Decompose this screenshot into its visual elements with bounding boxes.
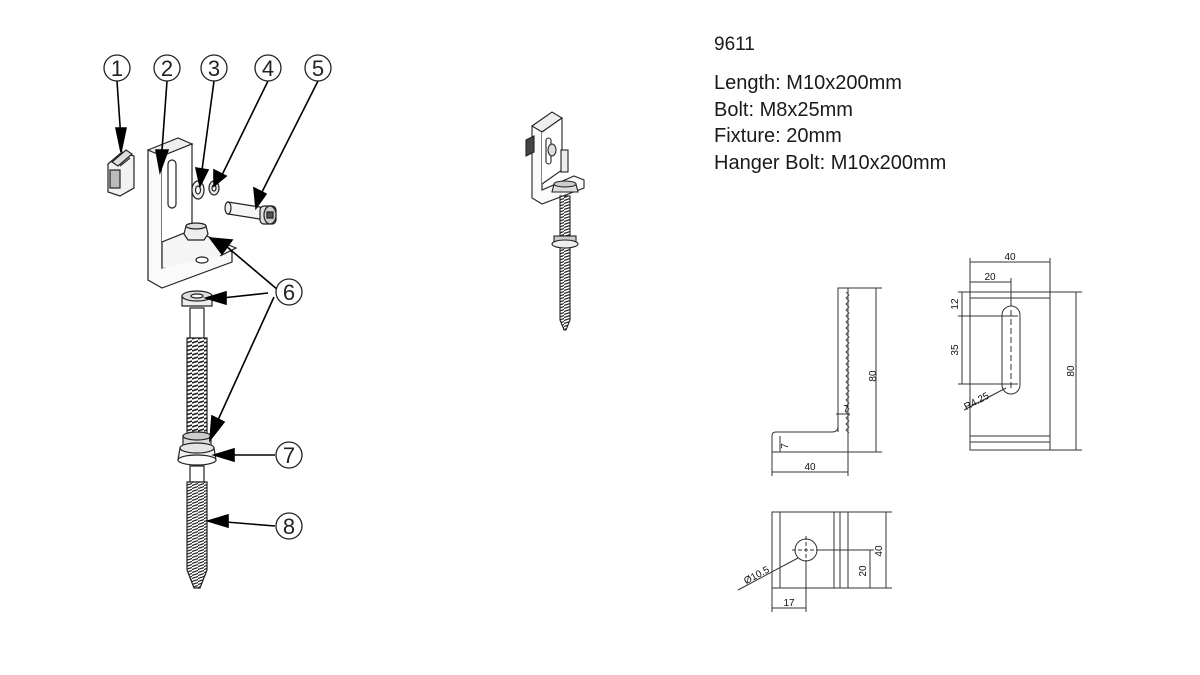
spec-hanger-bolt: Hanger Bolt: M10x200mm bbox=[714, 151, 947, 174]
base-depth-label: 40 bbox=[874, 545, 885, 557]
side-thickness-h-label: 7 bbox=[780, 443, 791, 449]
front-slot-length-label: 35 bbox=[950, 344, 961, 356]
side-view-dim-labels: 80 40 7 7 bbox=[780, 370, 879, 473]
callout-numbers: 1 2 3 4 5 6 7 8 bbox=[103, 54, 332, 540]
base-view-drawing bbox=[737, 511, 892, 612]
side-thickness-v-label: 7 bbox=[843, 404, 849, 415]
side-width-label: 40 bbox=[804, 462, 816, 473]
front-top-offset-label: 12 bbox=[950, 298, 961, 310]
callout-6: 6 bbox=[275, 278, 303, 306]
svg-text:1: 1 bbox=[111, 56, 123, 81]
product-code: 9611 bbox=[714, 34, 755, 55]
base-hole-offset-y-label: 20 bbox=[858, 565, 869, 577]
front-height-label: 80 bbox=[1066, 365, 1077, 377]
spec-panel: 9611 Length: M10x200mm Bolt: M8x25mm Fix… bbox=[714, 34, 946, 176]
callout-4: 4 bbox=[254, 54, 282, 82]
part-6-upper-nut bbox=[183, 222, 209, 241]
front-view-drawing bbox=[958, 258, 1082, 451]
spec-bolt: Bolt: M8x25mm bbox=[714, 98, 853, 121]
svg-text:6: 6 bbox=[283, 280, 295, 305]
side-view-drawing bbox=[771, 287, 882, 476]
base-hole-offset-x-label: 17 bbox=[783, 598, 795, 609]
callout-leaders bbox=[115, 80, 319, 529]
callout-2: 2 bbox=[153, 54, 181, 82]
assembled-view bbox=[525, 111, 585, 331]
svg-text:3: 3 bbox=[208, 56, 220, 81]
callout-8: 8 bbox=[275, 512, 303, 540]
part-5-cap-screw bbox=[224, 201, 277, 225]
part-3-washer bbox=[191, 180, 205, 200]
part-6-lower-nut bbox=[181, 290, 213, 307]
callout-3: 3 bbox=[200, 54, 228, 82]
front-half-width-label: 20 bbox=[984, 272, 996, 283]
svg-text:7: 7 bbox=[283, 443, 295, 468]
svg-text:2: 2 bbox=[161, 56, 173, 81]
part-7-sealing-collar bbox=[177, 431, 217, 466]
front-width-label: 40 bbox=[1004, 252, 1016, 263]
side-height-label: 80 bbox=[868, 370, 879, 382]
svg-text:8: 8 bbox=[283, 514, 295, 539]
part-8-hanger-bolt bbox=[177, 307, 217, 589]
exploded-view bbox=[107, 137, 277, 589]
spec-length: Length: M10x200mm bbox=[714, 72, 902, 94]
svg-text:4: 4 bbox=[262, 56, 274, 81]
spec-fixture: Fixture: 20mm bbox=[714, 125, 842, 147]
svg-text:5: 5 bbox=[312, 56, 324, 81]
base-hole-diameter-label: Ø10.5 bbox=[742, 564, 772, 587]
part-1-slider-nut bbox=[107, 149, 135, 197]
part-2-l-bracket bbox=[146, 137, 238, 289]
callout-1: 1 bbox=[103, 54, 131, 82]
callout-7: 7 bbox=[275, 441, 303, 469]
callout-5: 5 bbox=[304, 54, 332, 82]
